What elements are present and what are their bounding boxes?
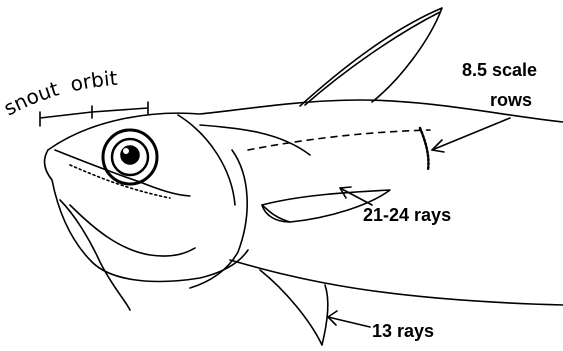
orbit-bracket <box>92 102 148 114</box>
head-groove <box>200 125 310 155</box>
dorsal-fin-ray <box>305 12 440 105</box>
scale-rows-label-line2: rows <box>490 90 532 111</box>
scale-rows-label-line1: 8.5 scale <box>462 60 537 81</box>
pectoral-rays-label: 21-24 rays <box>363 205 451 226</box>
fish-belly-outline <box>230 260 563 305</box>
snout-orbit-label: snout orbit <box>0 66 119 121</box>
gill-cover <box>190 150 247 288</box>
scale-row-line <box>420 128 428 170</box>
arrow-pelvic <box>328 317 370 327</box>
gill-cover-inner <box>178 115 235 205</box>
pelvic-rays-label: 13 rays <box>372 321 434 342</box>
arrow-scale-rows <box>432 118 510 150</box>
eye-highlight <box>123 148 129 154</box>
lower-jaw <box>60 200 130 310</box>
orbit-label: orbit <box>68 66 119 97</box>
fish-body-outline <box>48 100 563 150</box>
mouth-membrane <box>70 205 195 256</box>
lateral-line <box>248 130 430 150</box>
eye-pupil <box>121 146 139 164</box>
snout-label: snout <box>0 76 62 120</box>
snout-bracket <box>40 106 92 126</box>
head-outline <box>45 150 248 281</box>
